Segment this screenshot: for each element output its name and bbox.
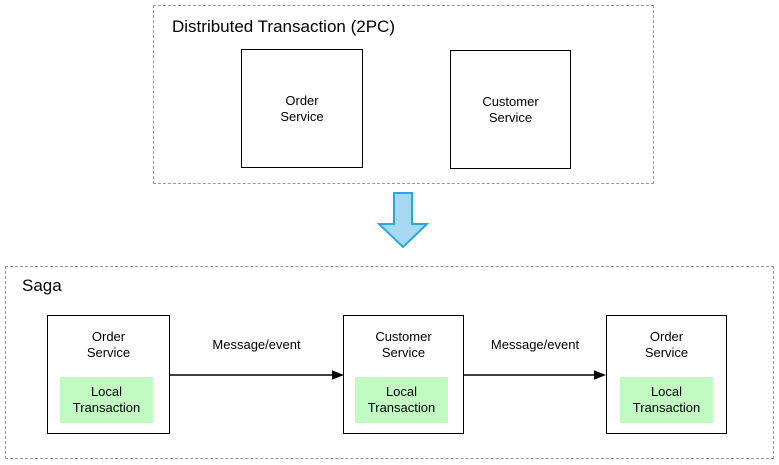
saga-step-label-order-service-2: Order Service xyxy=(607,329,726,361)
local-transaction-chip[interactable]: Local Transaction xyxy=(60,377,153,423)
svc-label-line1: Order xyxy=(285,92,319,108)
svc-label-line2: Service xyxy=(280,108,324,124)
local-transaction-line1: Local xyxy=(90,384,123,399)
group-distributed-transaction xyxy=(153,5,654,184)
group-title-distributed-transaction: Distributed Transaction (2PC) xyxy=(172,17,395,36)
connector-arrow-2 xyxy=(464,368,607,380)
svc-label-line2: Service xyxy=(86,345,131,360)
saga-step-order-service[interactable]: Order Service Local Transaction xyxy=(47,315,170,434)
svc-label-order-service-2pc: Order Service xyxy=(242,93,362,125)
svc-label-line1: Customer xyxy=(375,329,432,344)
connector-arrow-1 xyxy=(170,368,345,380)
group-saga xyxy=(5,266,774,459)
svc-label-line1: Order xyxy=(649,329,684,344)
local-transaction-line2: Transaction xyxy=(72,400,141,415)
local-transaction-chip[interactable]: Local Transaction xyxy=(620,377,713,423)
saga-step-order-service-2[interactable]: Order Service Local Transaction xyxy=(606,315,727,434)
svc-label-line2: Service xyxy=(381,345,426,360)
connector-label-2: Message/event xyxy=(490,337,580,352)
local-transaction-chip[interactable]: Local Transaction xyxy=(355,377,448,423)
svc-label-line1: Order xyxy=(91,329,126,344)
saga-step-label-customer-service: Customer Service xyxy=(344,329,463,361)
saga-step-customer-service[interactable]: Customer Service Local Transaction xyxy=(343,315,464,434)
group-title-saga: Saga xyxy=(22,276,62,295)
saga-step-label-order-service: Order Service xyxy=(48,329,169,361)
svc-label-line2: Service xyxy=(488,109,533,125)
svc-box-customer-service-2pc[interactable]: Customer Service xyxy=(450,50,571,169)
svc-box-order-service-2pc[interactable]: Order Service xyxy=(241,49,363,168)
local-transaction-line2: Transaction xyxy=(367,400,436,415)
svc-label-customer-service-2pc: Customer Service xyxy=(451,94,570,126)
svc-label-line1: Customer xyxy=(482,93,539,109)
svc-label-line2: Service xyxy=(644,345,689,360)
down-arrow-icon xyxy=(372,192,434,249)
local-transaction-line2: Transaction xyxy=(632,400,701,415)
local-transaction-line1: Local xyxy=(650,384,683,399)
connector-label-1: Message/event xyxy=(212,337,301,352)
local-transaction-line1: Local xyxy=(385,384,418,399)
